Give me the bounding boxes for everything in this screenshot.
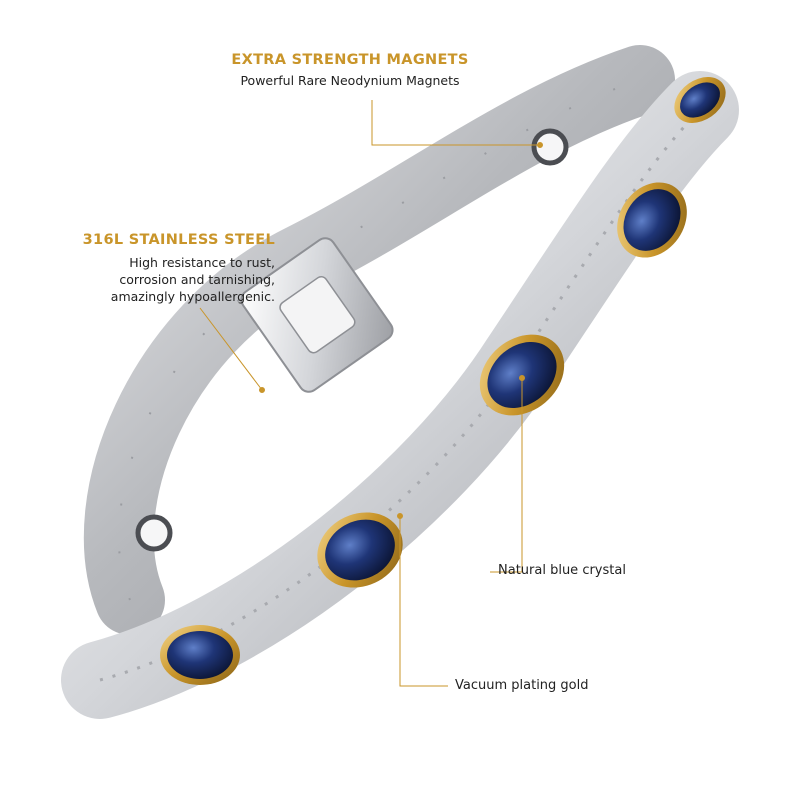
magnet-upper — [531, 128, 569, 166]
callout-lines — [199, 100, 543, 687]
crystal-gem-4 — [617, 182, 687, 258]
magnets-leader-line — [371, 100, 540, 146]
steel-title: 316L STAINLESS STEEL — [82, 232, 275, 248]
crystal-gem-1 — [160, 625, 240, 685]
steel-desc-line: amazingly hypoallergenic. — [110, 289, 275, 304]
magnets-title: EXTRA STRENGTH MAGNETS — [231, 52, 469, 68]
callout-gold: Vacuum plating gold — [455, 677, 589, 694]
steel-desc-line: corrosion and tarnishing, — [119, 272, 275, 287]
callout-steel: 316L STAINLESS STEEL High resistance to … — [60, 232, 275, 305]
steel-leader-line — [199, 307, 263, 391]
steel-description: High resistance to rust, corrosion and t… — [60, 254, 275, 305]
gold-leader-line — [399, 516, 448, 687]
callout-crystal: Natural blue crystal — [498, 562, 626, 579]
steel-links — [83, 45, 675, 635]
gold-label: Vacuum plating gold — [455, 678, 589, 693]
crystal-gem-5 — [674, 77, 726, 123]
magnets-description: Powerful Rare Neodynium Magnets — [240, 73, 460, 88]
crystal-label: Natural blue crystal — [498, 563, 626, 578]
magnet-lower — [135, 514, 173, 552]
callout-magnets: EXTRA STRENGTH MAGNETS Powerful Rare Neo… — [200, 52, 500, 89]
crystal-gem-2 — [317, 512, 403, 588]
steel-desc-line: High resistance to rust, — [129, 255, 275, 270]
